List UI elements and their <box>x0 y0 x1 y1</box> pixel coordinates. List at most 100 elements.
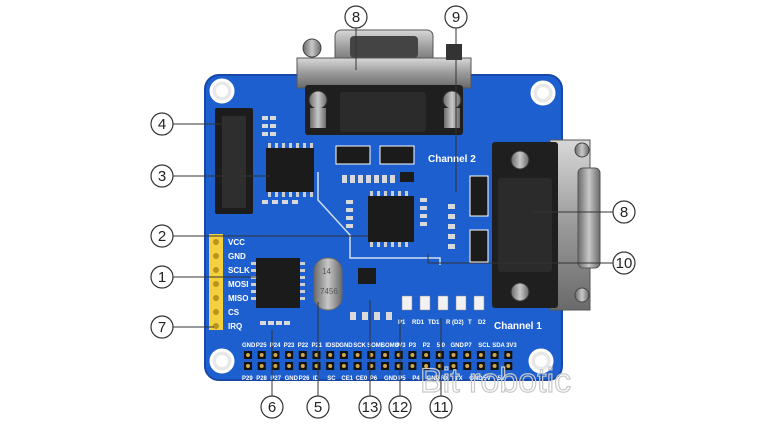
gpio-bottom-label: GND <box>469 376 483 382</box>
callout-lines <box>172 28 613 398</box>
gpio-bottom-label: 5V <box>483 376 490 382</box>
callout-number: 13 <box>362 399 379 416</box>
crystal-oscillator <box>313 257 343 311</box>
callout-circle <box>444 5 468 29</box>
spi-pin-labels: VCC GND SCLK MOSI MISO CS IRQ <box>228 238 250 331</box>
svg-text:MISO: MISO <box>228 294 248 303</box>
gpio-pin-pad <box>465 353 470 357</box>
db9-connector-top <box>296 29 472 135</box>
svg-text:SCLK: SCLK <box>228 266 250 275</box>
silkscreen-outline <box>317 172 441 265</box>
callout-circle <box>388 395 412 419</box>
gpio-pin-pad <box>478 353 483 357</box>
gpio-bottom-label: CE1 <box>341 376 353 382</box>
callout-circle <box>612 251 636 275</box>
gpio-pin-pad <box>328 353 333 357</box>
gpio-pin-pad <box>246 364 250 368</box>
gpio-pin-pad <box>273 364 278 368</box>
gpio-bottom-label: P5 <box>398 376 406 382</box>
gpio-top-label: P21 <box>312 343 323 349</box>
callout-number: 5 <box>314 399 322 416</box>
svg-text:IRQ: IRQ <box>228 322 242 331</box>
gpio-pin-pad <box>355 353 360 357</box>
transceiver-chip <box>368 196 414 242</box>
gpio-bottom-label: TX <box>455 376 463 382</box>
gpio-top-label: GND <box>242 343 256 349</box>
callout-circle <box>150 315 174 339</box>
gpio-top-label: GND <box>339 343 353 349</box>
gpio-pin-pad <box>506 353 511 357</box>
gpio-pin-pad <box>355 364 360 368</box>
gpio-bottom-label: P29 <box>242 376 253 382</box>
gpio-pin-pad <box>259 364 264 368</box>
callout-circle <box>429 395 453 419</box>
gpio-top-label: 3V3 <box>506 343 517 349</box>
channel-2-label: Channel 2 <box>428 154 476 165</box>
gpio-bottom-label: ID <box>313 376 320 382</box>
callout-circle <box>344 5 368 29</box>
gpio-bottom-label: P28 <box>256 376 267 382</box>
gpio-top-label: P22 <box>298 343 309 349</box>
callout-number: 7 <box>158 319 166 336</box>
gpio-bottom-label: GND <box>285 376 299 382</box>
callout-number: 1 <box>158 269 166 286</box>
svg-text:P1: P1 <box>398 320 406 326</box>
callout-number: 2 <box>158 228 166 245</box>
gpio-pin-pad <box>328 364 333 368</box>
callout-number: 8 <box>620 204 628 221</box>
channel-1-label: Channel 1 <box>494 321 542 332</box>
spi-pin-header <box>209 234 223 330</box>
gpio-pin-pad <box>246 353 250 357</box>
protection-components <box>335 145 489 263</box>
gpio-top-label: IDSD <box>325 343 340 349</box>
crystal-mark-2: 7456 <box>320 287 338 296</box>
gpio-pin-pad <box>259 353 264 357</box>
callout-number: 9 <box>452 9 460 26</box>
watermark: Bit robotic <box>420 362 571 400</box>
gpio-pin-pad <box>300 353 305 357</box>
gpio-top-label: SOMO <box>381 343 400 349</box>
callout-number: 11 <box>433 399 449 416</box>
gpio-pin-pad <box>300 364 305 368</box>
gpio-bottom-label: 5V <box>498 376 505 382</box>
led-labels: P1 RD1 TD1 R (D2) T D2 <box>398 320 486 326</box>
gpio-pin-pad <box>451 364 456 368</box>
gpio-top-label: P3 <box>409 343 417 349</box>
callout-circle <box>150 112 174 136</box>
gpio-top-label: P25 <box>256 343 267 349</box>
svg-text:MOSI: MOSI <box>228 280 248 289</box>
gpio-bottom-label: RX <box>441 376 449 382</box>
callout-number: 10 <box>616 255 633 272</box>
gpio-pin-pad <box>465 364 470 368</box>
gpio-bottom-label: GND <box>427 376 441 382</box>
callout-number: 12 <box>392 399 409 416</box>
gpio-pin-pad <box>341 353 346 357</box>
gpio-bottom-label: P26 <box>299 376 310 382</box>
svg-text:T: T <box>468 320 472 326</box>
gpio-top-label: P24 <box>270 343 281 349</box>
gpio-bottom-label: P27 <box>270 376 281 382</box>
gpio-pin-pad <box>492 364 497 368</box>
gpio-pin-pad <box>424 353 429 357</box>
svg-text:D2: D2 <box>478 320 486 326</box>
gpio-pin-pad <box>424 364 429 368</box>
callout-circle <box>260 395 284 419</box>
gpio-top-label: P23 <box>284 343 295 349</box>
gpio-pin-pad <box>341 364 346 368</box>
mounting-holes <box>209 78 556 374</box>
gpio-pin-pad <box>287 364 292 368</box>
spi-uart-chip <box>256 258 300 308</box>
isolator-chip-pins <box>268 143 313 197</box>
gpio-pin-pad <box>451 353 456 357</box>
gpio-pin-pad <box>506 364 511 368</box>
gpio-top-label: 3V3 <box>395 343 406 349</box>
regulator-chip <box>358 268 376 284</box>
svg-text:RD1: RD1 <box>412 320 425 326</box>
gpio-bottom-label: P4 <box>412 376 420 382</box>
callout-circle <box>306 395 330 419</box>
svg-text:TD1: TD1 <box>428 320 440 326</box>
isolator-chip <box>266 148 314 192</box>
